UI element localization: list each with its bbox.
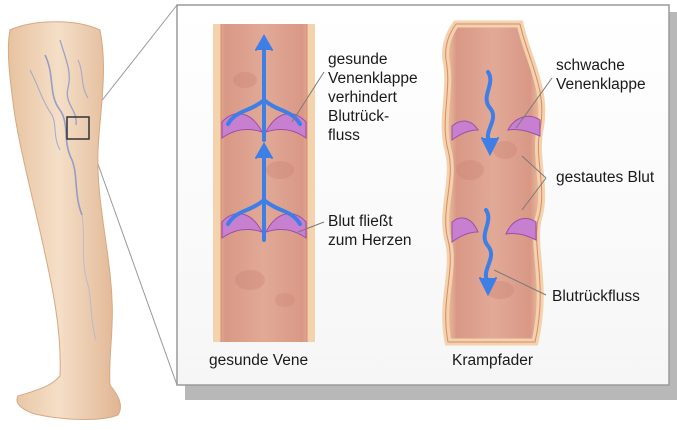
label-healthy-valve: gesunde Venenklappe verhindert Blutrück-… xyxy=(328,50,418,145)
label-pooled-blood: gestautes Blut xyxy=(556,168,654,187)
label-blood-to-heart: Blut fließt zum Herzen xyxy=(328,212,412,250)
leg-illustration xyxy=(8,22,120,420)
caption-varicose-vein: Krampfader xyxy=(452,351,533,370)
caption-healthy-vein: gesunde Vene xyxy=(209,351,308,370)
label-weak-valve: schwache Venenklappe xyxy=(556,56,646,94)
label-backflow: Blutrückfluss xyxy=(552,287,640,306)
varicose-vein xyxy=(445,24,542,342)
